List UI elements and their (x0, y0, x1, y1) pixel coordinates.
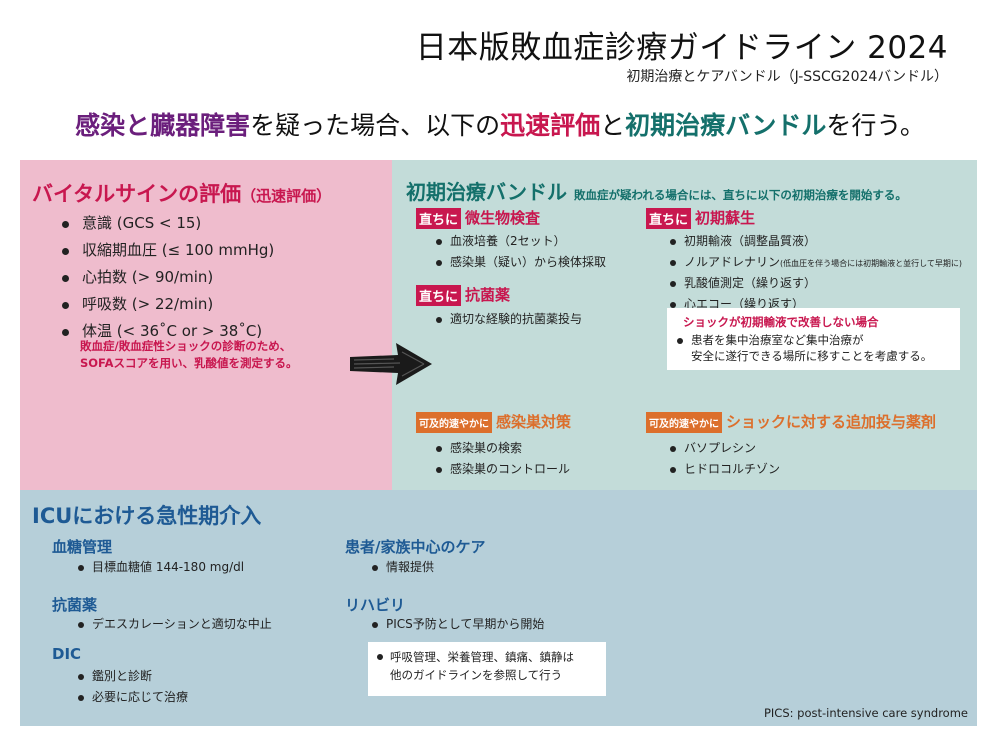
initial-bundle-panel: 初期治療バンドル 敗血症が疑われる場合には、直ちに以下の初期治療を開始する。 直… (392, 160, 977, 490)
list-item: 感染巣（疑い）から検体採取 (434, 252, 606, 273)
refractory-shock-box: ショックが初期輸液で改善しない場合 患者を集中治療室など集中治療が 安全に遂行で… (667, 308, 960, 370)
list-item: 必要に応じて治療 (76, 687, 188, 708)
glucose-list: 目標血糖値 144-180 mg/dl (76, 557, 244, 578)
list-item: PICS予防として早期から開始 (370, 614, 544, 635)
sofa-note-line: 敗血症/敗血症性ショックの診断のため、 (80, 339, 292, 353)
glucose-heading: 血糖管理 (52, 538, 113, 556)
list-item: 体温 (< 36˚C or > 38˚C) (62, 318, 274, 345)
sofa-note: 敗血症/敗血症性ショックの診断のため、 SOFAスコアを用い、乳酸値を測定する。 (80, 338, 298, 372)
list-item: 目標血糖値 144-180 mg/dl (76, 557, 244, 578)
list-item: ヒドロコルチゾン (668, 459, 780, 480)
page-subtitle: 初期治療とケアバンドル（J-SSCG2024バンドル） (626, 69, 948, 85)
shock-drugs-heading: 可及的速やかにショックに対する追加投与薬剤 (646, 411, 936, 433)
resuscitation-title: 初期蘇生 (695, 209, 756, 227)
rehab-heading: リハビリ (345, 596, 406, 614)
initial-bundle-heading: 初期治療バンドル 敗血症が疑われる場合には、直ちに以下の初期治療を開始する。 (406, 176, 907, 205)
list-item: 意識 (GCS < 15) (62, 210, 274, 237)
list-item: 鑑別と診断 (76, 666, 188, 687)
initial-bundle-title: 初期治療バンドル (406, 180, 567, 204)
list-item: 呼吸数 (> 22/min) (62, 291, 274, 318)
list-item: 初期輸液（調整晶質液） (668, 231, 962, 252)
microbiology-heading: 直ちに微生物検査 (416, 207, 540, 229)
list-item: 感染巣のコントロール (434, 459, 570, 480)
family-care-list: 情報提供 (370, 557, 434, 578)
headline-rapid-assessment: 迅速評価 (500, 111, 601, 140)
microbiology-title: 微生物検査 (465, 209, 541, 227)
list-item: デエスカレーションと適切な中止 (76, 614, 272, 635)
dic-list: 鑑別と診断 必要に応じて治療 (76, 666, 188, 708)
immediate-tag: 直ちに (416, 285, 462, 306)
source-control-heading: 可及的速やかに感染巣対策 (416, 411, 571, 433)
list-item: 乳酸値測定（繰り返す） (668, 273, 962, 294)
list-item: 収縮期血圧 (≤ 100 mmHg) (62, 237, 274, 264)
antibiotic-heading: 直ちに抗菌薬 (416, 284, 510, 306)
noradrenaline-note: (低血圧を伴う場合には初期輸液と並行して早期に) (780, 259, 963, 268)
asap-tag: 可及的速やかに (416, 412, 492, 433)
list-item: 情報提供 (370, 557, 434, 578)
vital-signs-panel: バイタルサインの評価（迅速評価） 意識 (GCS < 15) 収縮期血圧 (≤ … (20, 160, 392, 490)
list-item: 心エコー（繰り返す） (668, 294, 962, 315)
vital-signs-title-sub: （迅速評価） (241, 187, 332, 205)
shock-drugs-title: ショックに対する追加投与薬剤 (726, 413, 937, 431)
source-control-list: 感染巣の検索 感染巣のコントロール (434, 438, 570, 480)
list-item: 適切な経験的抗菌薬投与 (434, 309, 582, 330)
headline-initial-bundle: 初期治療バンドル (625, 111, 827, 140)
icu-antibiotic-heading: 抗菌薬 (52, 596, 98, 614)
shock-drugs-list: バソプレシン ヒドロコルチゾン (668, 438, 780, 480)
rehab-list: PICS予防として早期から開始 (370, 614, 544, 635)
refractory-shock-line: 安全に遂行できる場所に移すことを考慮する。 (691, 349, 933, 363)
page-title: 日本版敗血症診療ガイドライン 2024 (415, 30, 948, 66)
asap-tag: 可及的速やかに (646, 412, 722, 433)
resuscitation-list: 初期輸液（調整晶質液） ノルアドレナリン(低血圧を伴う場合には初期輸液と並行して… (668, 231, 962, 315)
headline-text: を行う。 (826, 111, 925, 140)
sofa-note-line: SOFAスコアを用い、乳酸値を測定する。 (80, 356, 298, 370)
antibiotic-list: 適切な経験的抗菌薬投与 (434, 309, 582, 330)
resuscitation-heading: 直ちに初期蘇生 (646, 207, 755, 229)
vital-signs-title: バイタルサインの評価 (32, 182, 242, 206)
right-arrow-icon (350, 343, 432, 385)
icu-antibiotic-list: デエスカレーションと適切な中止 (76, 614, 272, 635)
other-guidelines-line: 呼吸管理、栄養管理、鎮痛、鎮静は (390, 650, 574, 664)
immediate-tag: 直ちに (416, 208, 462, 229)
list-item: バソプレシン (668, 438, 780, 459)
antibiotic-title: 抗菌薬 (465, 286, 511, 304)
other-guidelines-text: 呼吸管理、栄養管理、鎮痛、鎮静は 他のガイドラインを参照して行う (376, 648, 598, 684)
headline-text: と (600, 111, 626, 140)
list-item: 心拍数 (> 90/min) (62, 264, 274, 291)
list-item: ノルアドレナリン(低血圧を伴う場合には初期輸液と並行して早期に) (668, 252, 962, 273)
initial-bundle-note: 敗血症が疑われる場合には、直ちに以下の初期治療を開始する。 (573, 188, 907, 202)
refractory-shock-text: 患者を集中治療室など集中治療が 安全に遂行できる場所に移すことを考慮する。 (675, 332, 952, 364)
immediate-tag: 直ちに (646, 208, 692, 229)
refractory-shock-line: 患者を集中治療室など集中治療が (691, 333, 864, 347)
noradrenaline-label: ノルアドレナリン (684, 255, 781, 269)
headline: 感染と臓器障害を疑った場合、以下の迅速評価と初期治療バンドルを行う。 (0, 106, 1000, 142)
headline-text: を疑った場合、以下の (250, 111, 501, 140)
list-item: 感染巣の検索 (434, 438, 570, 459)
vital-signs-heading: バイタルサインの評価（迅速評価） (32, 178, 331, 208)
icu-heading: ICUにおける急性期介入 (32, 504, 262, 528)
refractory-shock-heading: ショックが初期輸液で改善しない場合 (683, 315, 879, 329)
family-care-heading: 患者/家族中心のケア (345, 538, 486, 556)
other-guidelines-line: 他のガイドラインを参照して行う (390, 668, 563, 682)
icu-panel: ICUにおける急性期介入 血糖管理 目標血糖値 144-180 mg/dl 抗菌… (20, 490, 977, 726)
source-control-title: 感染巣対策 (496, 413, 572, 431)
vital-signs-list: 意識 (GCS < 15) 収縮期血圧 (≤ 100 mmHg) 心拍数 (> … (62, 210, 274, 345)
pics-footnote: PICS: post-intensive care syndrome (763, 706, 968, 720)
dic-heading: DIC (52, 645, 82, 663)
other-guidelines-box: 呼吸管理、栄養管理、鎮痛、鎮静は 他のガイドラインを参照して行う (368, 642, 606, 696)
microbiology-list: 血液培養（2セット） 感染巣（疑い）から検体採取 (434, 231, 606, 273)
headline-organ-dysfunction: 感染と臓器障害 (75, 111, 251, 140)
list-item: 血液培養（2セット） (434, 231, 606, 252)
